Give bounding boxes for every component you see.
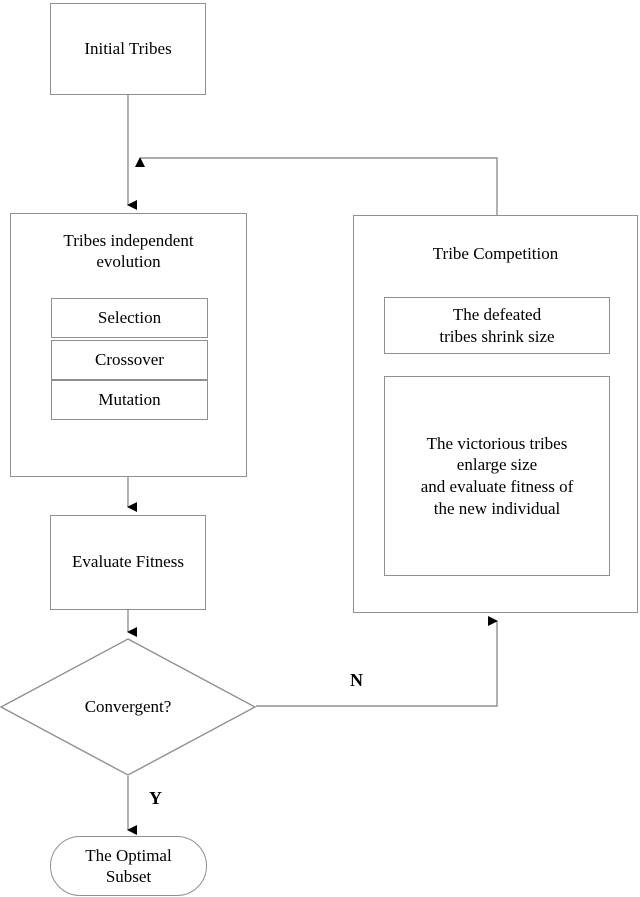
node-convergent-decision-label: Convergent?	[84, 697, 172, 716]
node-victorious-tribes-enlarge[interactable]: The victorious tribes enlarge size and e…	[384, 376, 610, 576]
evolution-step-list: Selection Crossover Mutation	[51, 298, 208, 420]
edge-competition-feedback	[135, 157, 498, 215]
node-crossover-label: Crossover	[95, 349, 164, 369]
node-mutation[interactable]: Mutation	[51, 380, 208, 420]
decision-diamond-shape	[0, 638, 256, 776]
node-initial-tribes[interactable]: Initial Tribes	[50, 3, 206, 95]
edge-decision-no	[256, 616, 498, 707]
node-mutation-label: Mutation	[98, 389, 161, 409]
node-selection[interactable]: Selection	[51, 298, 208, 338]
node-evaluate-fitness[interactable]: Evaluate Fitness	[50, 515, 206, 610]
node-tribes-independent-evolution[interactable]: Tribes independent evolution Selection C…	[10, 213, 247, 477]
node-defeated-tribes-shrink-label: The defeated tribes shrink size	[439, 305, 555, 346]
node-optimal-subset-label: The Optimal Subset	[85, 845, 172, 886]
node-tribe-competition[interactable]: Tribe Competition The defeated tribes sh…	[353, 215, 638, 613]
node-victorious-tribes-enlarge-label: The victorious tribes enlarge size and e…	[420, 433, 574, 518]
node-selection-label: Selection	[97, 307, 162, 327]
edge-label-yes: Y	[149, 788, 162, 808]
node-optimal-subset[interactable]: The Optimal Subset	[50, 836, 207, 896]
node-tribes-independent-evolution-title: Tribes independent evolution	[63, 231, 194, 272]
node-tribe-competition-title: Tribe Competition	[432, 244, 559, 263]
edge-label-no: N	[350, 670, 363, 690]
node-initial-tribes-label: Initial Tribes	[84, 38, 172, 58]
node-convergent-decision[interactable]: Convergent?	[0, 638, 256, 776]
node-defeated-tribes-shrink[interactable]: The defeated tribes shrink size	[384, 297, 610, 354]
node-crossover[interactable]: Crossover	[51, 340, 208, 380]
node-evaluate-fitness-label: Evaluate Fitness	[72, 552, 184, 572]
